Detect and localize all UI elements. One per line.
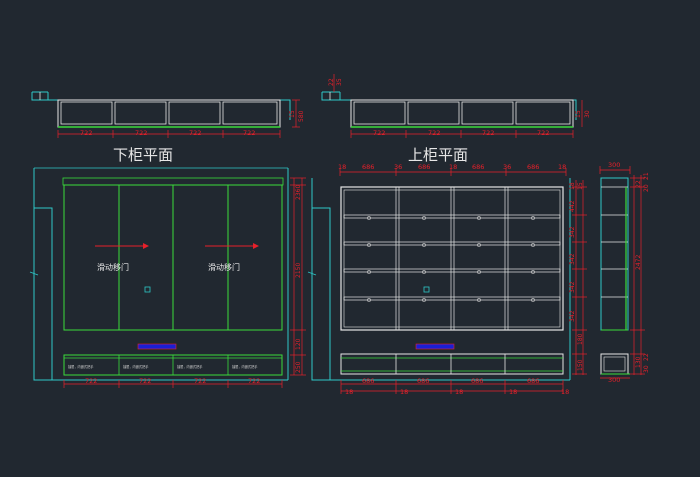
side-top-width: 300 bbox=[608, 161, 620, 169]
upper-right-dim-7: 342 bbox=[569, 310, 576, 322]
upper-right-dim-8: 180 bbox=[577, 333, 584, 345]
lower-plan-dim-580: 580 bbox=[298, 110, 305, 122]
upper-right-dim-9: 150 bbox=[577, 359, 584, 371]
upper-bottom-small-3: 18 bbox=[455, 388, 463, 396]
upper-bottom-dim-1: 686 bbox=[362, 377, 374, 385]
upper-bottom-dim-4: 686 bbox=[527, 377, 539, 385]
drawer-label-1: 抽屉，内嵌式把手 bbox=[68, 364, 94, 369]
side-dim-21: 21 bbox=[643, 172, 650, 180]
upper-bottom-small-5: 18 bbox=[561, 388, 569, 396]
upper-right-dim-5: 342 bbox=[569, 253, 576, 265]
upper-bottom-small-2: 18 bbox=[400, 388, 408, 396]
upper-right-dim-6: 342 bbox=[569, 281, 576, 293]
upper-bottom-dim-3: 686 bbox=[471, 377, 483, 385]
upper-plan-dim-30: 30 bbox=[584, 110, 591, 118]
upper-plan-dim-22: 22 bbox=[328, 78, 335, 86]
upper-cabinet-plan: 22 35 722 722 722 722 15 30 bbox=[321, 74, 591, 138]
upper-plan-width-1: 722 bbox=[373, 129, 385, 137]
upper-right-dim-2: 15 bbox=[577, 182, 584, 190]
side-dim-22-lower: 22 bbox=[643, 353, 650, 361]
lower-cabinet-elevation: 滑动移门 滑动移门 抽屉，内嵌式把手 抽屉，内嵌式把手 抽屉，内嵌式把手 抽屉，… bbox=[29, 167, 306, 388]
lower-plan-width-1: 722 bbox=[80, 129, 92, 137]
lower-dim-2360: 2360 bbox=[295, 185, 302, 200]
upper-top-dim-1: 18 bbox=[338, 163, 346, 171]
upper-bottom-dim-2: 686 bbox=[417, 377, 429, 385]
upper-bottom-small-4: 18 bbox=[509, 388, 517, 396]
lower-dim-2150: 2150 bbox=[295, 263, 302, 278]
drawer-label-4: 抽屉，内嵌式把手 bbox=[232, 364, 258, 369]
upper-top-dim-9: 18 bbox=[558, 163, 566, 171]
drawer-label-3: 抽屉，内嵌式把手 bbox=[177, 364, 203, 369]
upper-cabinet-plan-title: 上柜平面 bbox=[408, 146, 468, 164]
side-dim-20: 20 bbox=[643, 184, 650, 192]
upper-plan-width-4: 722 bbox=[537, 129, 549, 137]
upper-top-dim-8: 686 bbox=[527, 163, 539, 171]
upper-plan-width-3: 722 bbox=[482, 129, 494, 137]
lower-bottom-width-3: 722 bbox=[194, 377, 206, 385]
upper-top-dim-6: 686 bbox=[472, 163, 484, 171]
upper-top-dim-4: 686 bbox=[418, 163, 430, 171]
lower-bottom-width-2: 722 bbox=[139, 377, 151, 385]
upper-plan-dim-15: 15 bbox=[575, 110, 582, 118]
lower-cabinet-plan: 722 722 722 722 15 580 bbox=[31, 91, 305, 138]
side-dim-22: 22 bbox=[635, 180, 642, 188]
upper-right-dim-4: 342 bbox=[569, 226, 576, 238]
upper-plan-width-2: 722 bbox=[428, 129, 440, 137]
side-dim-2472: 2472 bbox=[635, 255, 642, 270]
lower-bottom-width-4: 722 bbox=[248, 377, 260, 385]
lower-plan-width-4: 722 bbox=[243, 129, 255, 137]
lower-dim-120: 120 bbox=[295, 338, 302, 350]
upper-top-dim-3: 36 bbox=[394, 163, 402, 171]
drawer-label-2: 抽屉，内嵌式把手 bbox=[123, 364, 149, 369]
lower-cabinet-plan-title: 下柜平面 bbox=[113, 146, 173, 164]
upper-bottom-small-1: 18 bbox=[345, 388, 353, 396]
lower-bottom-width-1: 722 bbox=[85, 377, 97, 385]
side-section: 300 300 21 22 20 2472 130 22 30 bbox=[599, 161, 650, 384]
upper-top-dim-2: 686 bbox=[362, 163, 374, 171]
upper-top-dim-5: 18 bbox=[449, 163, 457, 171]
side-bottom-width: 300 bbox=[608, 376, 620, 384]
side-dim-30: 30 bbox=[643, 365, 650, 373]
upper-plan-dim-35: 35 bbox=[336, 78, 343, 86]
upper-right-dim-1: 18 bbox=[569, 182, 576, 190]
lower-plan-dim-15: 15 bbox=[289, 110, 296, 118]
lower-plan-width-2: 722 bbox=[135, 129, 147, 137]
upper-cabinet-elevation: 18 686 36 686 18 686 36 686 18 bbox=[307, 163, 587, 396]
upper-top-dim-7: 36 bbox=[503, 163, 511, 171]
door-label-left: 滑动移门 bbox=[97, 262, 129, 272]
lower-plan-width-3: 722 bbox=[189, 129, 201, 137]
upper-right-dim-3: 442 bbox=[569, 200, 576, 212]
lower-dim-250: 250 bbox=[295, 361, 302, 373]
side-dim-130: 130 bbox=[635, 356, 642, 368]
door-label-right: 滑动移门 bbox=[208, 262, 240, 272]
